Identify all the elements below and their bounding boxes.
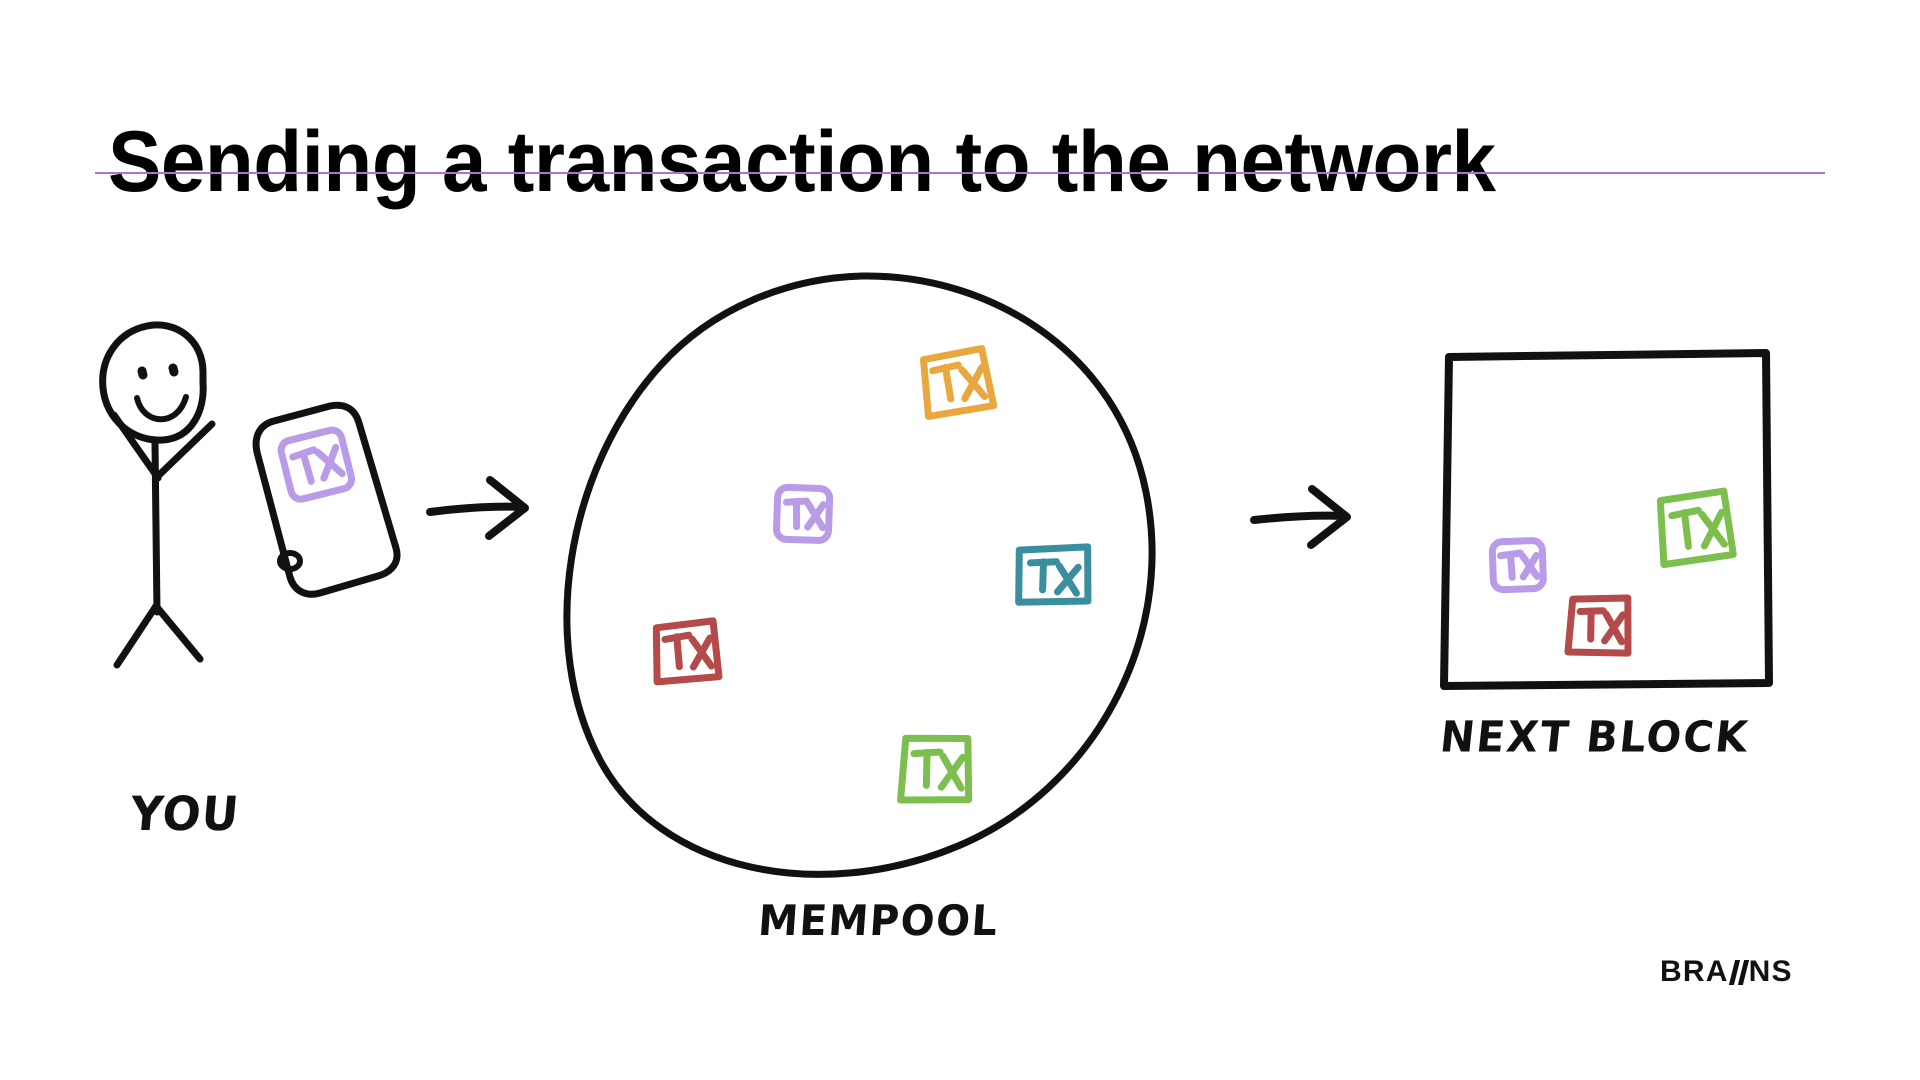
phone-body xyxy=(252,401,401,598)
block-tx-purple xyxy=(1488,537,1547,594)
mempool-tx-green xyxy=(897,734,973,804)
figure-smile xyxy=(134,394,189,423)
mempool-circle xyxy=(563,272,1156,878)
mempool-tx-red xyxy=(652,617,723,686)
figure-right-leg xyxy=(152,602,204,663)
mempool-tx-purple xyxy=(773,483,834,544)
phone-tx-icon xyxy=(277,426,356,503)
brand-suffix: NS xyxy=(1748,955,1793,988)
block-tx-red xyxy=(1564,594,1632,657)
next-block-square xyxy=(1440,349,1773,690)
brand-prefix: BRA xyxy=(1660,955,1729,988)
smartphone xyxy=(252,401,401,598)
figure-eyes xyxy=(137,363,179,380)
label-mempool: MEMPOOL xyxy=(756,897,1001,946)
figure-head xyxy=(99,321,207,444)
arrow-mempool-to-block xyxy=(1250,485,1351,549)
arrow-you-to-mempool xyxy=(426,476,529,540)
brand-slashes-icon xyxy=(1728,959,1749,985)
mempool-tx-orange xyxy=(920,345,998,420)
title-divider xyxy=(95,172,1825,174)
figure-left-leg xyxy=(113,602,160,669)
phone-home-button xyxy=(277,550,303,572)
braiins-logo: BRA NS xyxy=(1660,955,1793,989)
label-next-block: NEXT BLOCK xyxy=(1437,712,1752,762)
mempool-tx-teal xyxy=(1015,543,1092,606)
figure-right-arm xyxy=(152,420,216,482)
label-you: YOU xyxy=(128,786,242,842)
page-title: Sending a transaction to the network xyxy=(108,113,1496,210)
block-tx-green xyxy=(1656,487,1737,569)
stick-figure xyxy=(99,321,216,669)
figure-left-arm xyxy=(110,411,162,482)
